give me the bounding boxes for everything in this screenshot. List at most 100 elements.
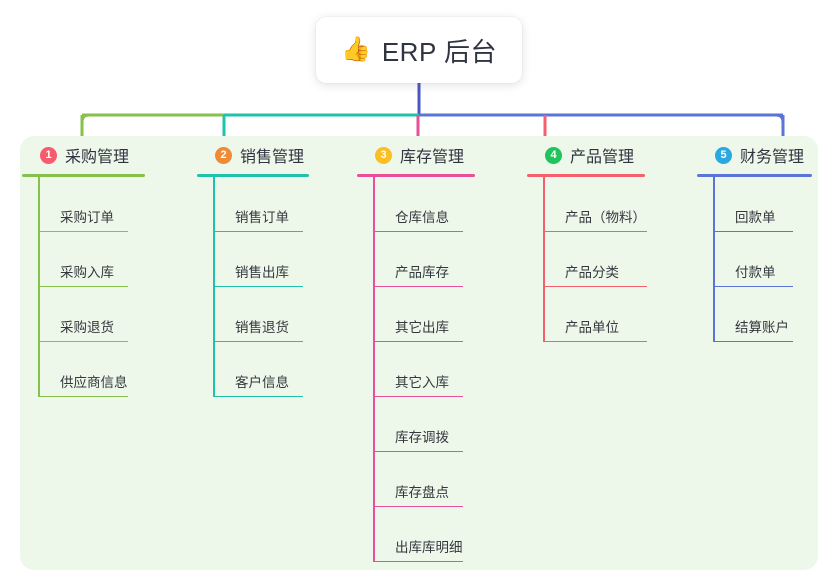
leaf-node[interactable]: 付款单: [713, 232, 818, 287]
bus-corner-left: [80, 113, 90, 123]
leaf-node-label: 仓库信息: [395, 210, 449, 225]
leaf-node-underline: [713, 340, 793, 342]
leaf-node-label: 采购入库: [60, 265, 114, 280]
leaf-node-underline: [213, 340, 303, 342]
leaf-node[interactable]: 库存盘点: [373, 452, 525, 507]
branch-item-list-1: 采购订单采购入库采购退货供应商信息: [38, 177, 195, 397]
branch-rule-1: [22, 174, 145, 177]
leaf-node-label: 回款单: [735, 210, 776, 225]
thumbs-up-icon: 👍: [340, 36, 371, 63]
leaf-node[interactable]: 采购退货: [38, 287, 195, 342]
branch-rule-2: [197, 174, 309, 177]
branch-badge-3: 3: [375, 146, 392, 164]
leaf-node-label: 其它入库: [395, 375, 449, 390]
leaf-node-label: 客户信息: [235, 375, 289, 390]
branch-spine-4: [543, 177, 545, 342]
leaf-node-underline: [543, 230, 647, 232]
branch-title-3: 库存管理: [400, 149, 465, 166]
leaf-node-label: 产品分类: [565, 265, 619, 280]
branch-badge-2: 2: [215, 146, 232, 164]
leaf-node[interactable]: 产品（物料）: [543, 177, 695, 232]
leaf-node[interactable]: 回款单: [713, 177, 818, 232]
root-title-row: 👍 ERP 后台: [341, 32, 497, 69]
leaf-node-label: 供应商信息: [60, 375, 128, 390]
branch-item-list-2: 销售订单销售出库销售退货客户信息: [213, 177, 355, 397]
branch-column-3: 3 库存管理仓库信息产品库存其它出库其它入库库存调拨库存盘点出库库明细: [355, 136, 525, 570]
leaf-node[interactable]: 产品单位: [543, 287, 695, 342]
leaf-node[interactable]: 销售订单: [213, 177, 355, 232]
leaf-node-label: 采购订单: [60, 210, 114, 225]
branch-spine-2: [213, 177, 215, 397]
leaf-node-underline: [38, 395, 128, 397]
branch-title-5: 财务管理: [740, 149, 805, 166]
leaf-node-underline: [543, 340, 647, 342]
leaf-node-underline: [373, 505, 463, 507]
bus-corner-right: [775, 113, 785, 123]
branch-badge-5: 5: [715, 146, 732, 164]
branch-header-1[interactable]: 1 采购管理: [20, 136, 195, 174]
leaf-node[interactable]: 销售出库: [213, 232, 355, 287]
leaf-node-underline: [373, 285, 463, 287]
page-title: ERP 后台: [381, 36, 498, 67]
branch-rule-4: [527, 174, 645, 177]
branch-item-list-4: 产品（物料） 产品分类产品单位: [543, 177, 695, 342]
leaf-node[interactable]: 产品库存: [373, 232, 525, 287]
branch-header-2[interactable]: 2 销售管理: [195, 136, 355, 174]
branch-spine-5: [713, 177, 715, 342]
leaf-node-label: 库存调拨: [395, 430, 449, 445]
leaf-node-underline: [373, 395, 463, 397]
leaf-node[interactable]: 仓库信息: [373, 177, 525, 232]
leaf-node-underline: [38, 230, 128, 232]
leaf-node-label: 库存盘点: [395, 485, 449, 500]
leaf-node-underline: [373, 560, 463, 562]
content-panel: [20, 136, 818, 570]
leaf-node[interactable]: 采购入库: [38, 232, 195, 287]
root-node-card[interactable]: 👍 ERP 后台: [316, 17, 522, 83]
leaf-node-underline: [543, 285, 647, 287]
leaf-node-underline: [713, 285, 793, 287]
branch-header-3[interactable]: 3 库存管理: [355, 136, 525, 174]
branch-item-list-3: 仓库信息产品库存其它出库其它入库库存调拨库存盘点出库库明细: [373, 177, 525, 562]
leaf-node[interactable]: 其它入库: [373, 342, 525, 397]
branch-spine-1: [38, 177, 40, 397]
leaf-node-underline: [213, 395, 303, 397]
leaf-node-label: 销售订单: [235, 210, 289, 225]
leaf-node-label: 结算账户: [735, 320, 789, 335]
leaf-node-underline: [373, 450, 463, 452]
leaf-node[interactable]: 出库库明细: [373, 507, 525, 562]
leaf-node-label: 付款单: [735, 265, 776, 280]
branch-rule-3: [357, 174, 475, 177]
leaf-node-underline: [213, 285, 303, 287]
leaf-node[interactable]: 产品分类: [543, 232, 695, 287]
branch-rule-5: [697, 174, 812, 177]
branch-title-1: 采购管理: [65, 149, 130, 166]
leaf-node[interactable]: 销售退货: [213, 287, 355, 342]
leaf-node[interactable]: 结算账户: [713, 287, 818, 342]
branch-spine-3: [373, 177, 375, 562]
leaf-node[interactable]: 库存调拨: [373, 397, 525, 452]
leaf-node-label: 出库库明细: [395, 540, 463, 555]
leaf-node[interactable]: 采购订单: [38, 177, 195, 232]
leaf-node-underline: [713, 230, 793, 232]
leaf-node-underline: [213, 230, 303, 232]
branch-header-5[interactable]: 5 财务管理: [695, 136, 818, 174]
leaf-node-label: 销售出库: [235, 265, 289, 280]
branch-title-2: 销售管理: [240, 149, 305, 166]
leaf-node-label: 采购退货: [60, 320, 114, 335]
branch-badge-1: 1: [40, 146, 57, 164]
leaf-node-underline: [373, 230, 463, 232]
leaf-node-label: 产品单位: [565, 320, 619, 335]
leaf-node[interactable]: 其它出库: [373, 287, 525, 342]
branch-column-2: 2 销售管理销售订单销售出库销售退货客户信息: [195, 136, 355, 570]
leaf-node[interactable]: 供应商信息: [38, 342, 195, 397]
leaf-node-underline: [38, 285, 128, 287]
leaf-node-label: 销售退货: [235, 320, 289, 335]
leaf-node-label: 产品（物料）: [565, 210, 646, 225]
leaf-node-underline: [38, 340, 128, 342]
branch-badge-4: 4: [545, 146, 562, 164]
leaf-node[interactable]: 客户信息: [213, 342, 355, 397]
branch-column-5: 5 财务管理回款单付款单结算账户: [695, 136, 818, 570]
